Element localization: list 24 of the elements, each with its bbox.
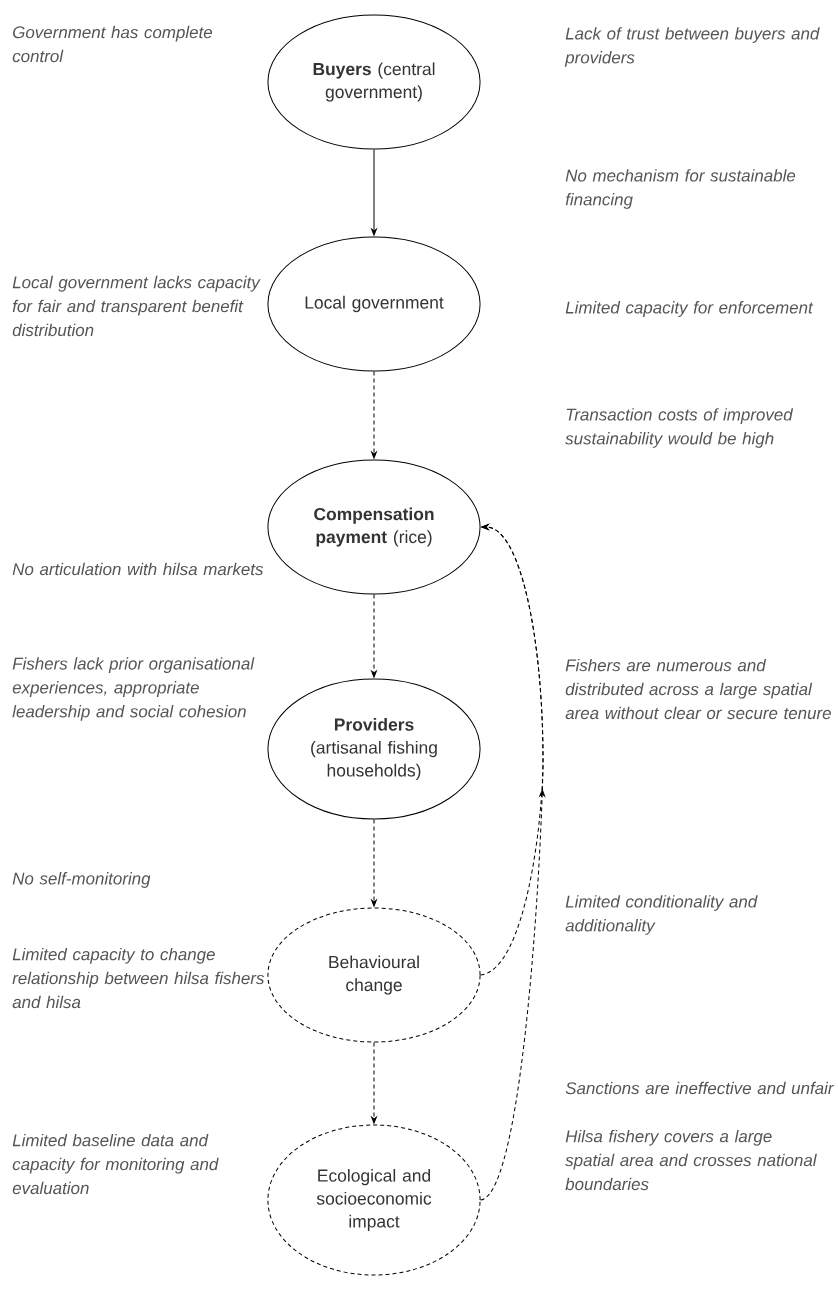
arrow bbox=[371, 149, 377, 236]
arrow bbox=[371, 594, 377, 678]
ellipse-node: Compensation payment (rice) bbox=[267, 459, 481, 595]
annotation-text: Transaction costs of improved sustainability would be high bbox=[565, 408, 794, 448]
annotation-text: Limited capacity for enforcement bbox=[565, 301, 814, 317]
ellipse-node: Ecological and socioeconomic impact bbox=[267, 1124, 481, 1276]
annotation-text: Limited baseline data and capacity for monitoring and evaluation bbox=[12, 1133, 219, 1195]
ellipse-node: Buyers (central government) bbox=[267, 14, 481, 150]
arrow bbox=[371, 819, 377, 907]
arrow bbox=[371, 371, 377, 459]
annotation-text: Fishers are numerous and distributed across a large spatial area without clear or secure tenure bbox=[565, 658, 831, 720]
arrow bbox=[480, 524, 546, 1201]
ellipse-node: Local government bbox=[267, 236, 481, 372]
arrow bbox=[371, 1042, 377, 1124]
annotation-text: No self-monitoring bbox=[12, 872, 151, 888]
annotation-text: Hilsa fishery covers a large spatial area and crosses national boundaries bbox=[565, 1129, 817, 1191]
annotation-text: Fishers lack prior organisational experiences, appropriate leadership and social cohesion bbox=[12, 657, 255, 721]
ellipse-node: Behavioural change bbox=[267, 907, 481, 1043]
annotation-text: Limited conditionality and additionality bbox=[565, 895, 758, 935]
annotation-text: Sanctions are ineffective and unfair bbox=[565, 1081, 835, 1095]
annotation-text: Government has complete control bbox=[12, 25, 213, 63]
ellipse-node: Providers (artisanal fishing households) bbox=[267, 678, 481, 820]
annotation-text: No mechanism for sustainable financing bbox=[565, 169, 796, 209]
annotation-text: Lack of trust between buyers and providers bbox=[564, 27, 820, 67]
